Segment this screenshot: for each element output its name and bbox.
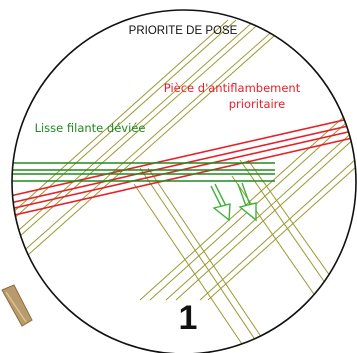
direction-arrows — [210, 182, 257, 222]
view-circle — [11, 9, 357, 353]
rail-label: Lisse filante déviée — [35, 121, 146, 135]
wood-stub — [1, 284, 33, 327]
anti-buckling-label: Pièce d'antiflambement — [164, 81, 301, 95]
diagram-title: PRIORITE DE POSE — [129, 25, 238, 37]
step-number: 1 — [179, 299, 198, 337]
priority-label: prioritaire — [229, 97, 285, 111]
continuous-rail — [12, 162, 275, 182]
diagonal-beam-lower — [133, 159, 341, 351]
diagonal-beam-left — [12, 19, 293, 272]
